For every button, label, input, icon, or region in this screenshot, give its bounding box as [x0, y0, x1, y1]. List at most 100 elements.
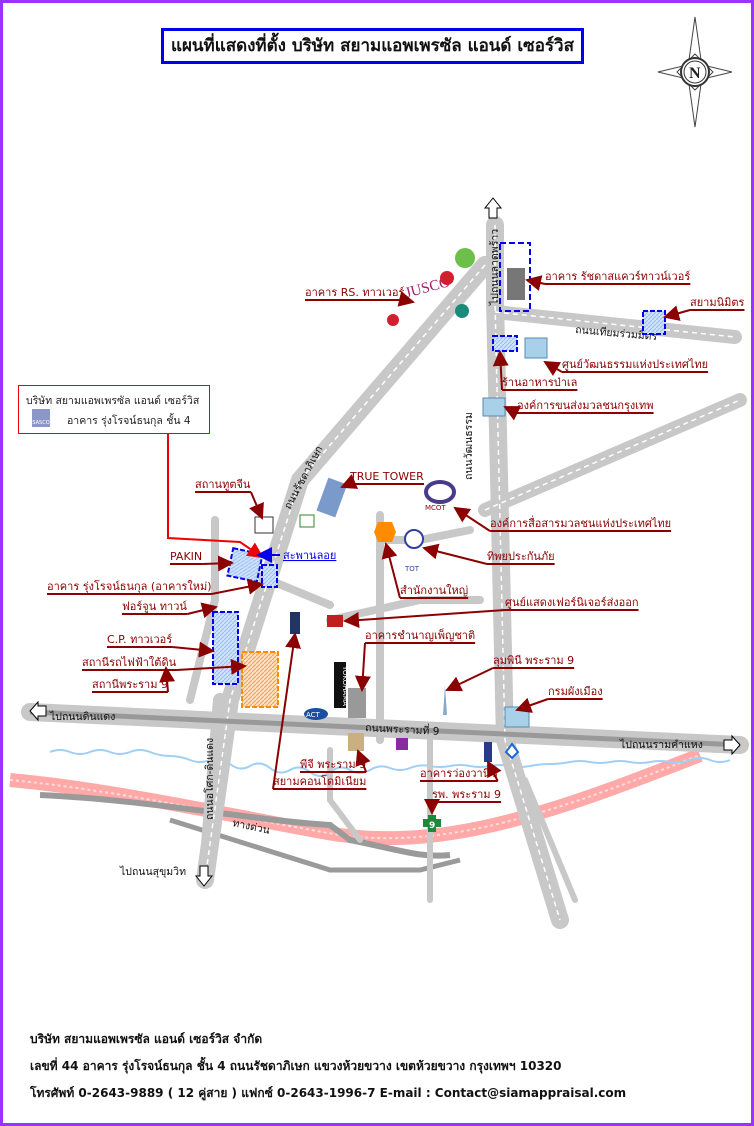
cp-tower-footprint: [212, 611, 239, 685]
road-label-asok-din-daeng: ถนนอโศก-ดินแดง: [203, 738, 216, 820]
bmta-building-icon: [482, 397, 506, 417]
leader-arrow: [515, 697, 549, 713]
label-text: สถานีพระราม 9: [92, 678, 168, 691]
office-pointer-line: [167, 433, 264, 559]
arrow-north-lat-phrao: [483, 197, 503, 219]
label-siam-condominium: สยามคอนโดมิเนียม: [272, 632, 367, 790]
leader-arrow: [249, 491, 264, 520]
road-label-to-ramkhamhaeng: ไปถนนรามคำแหง: [619, 738, 703, 751]
label-wongwanich: อาคารว่องวานิช: [420, 760, 502, 782]
bank-logo-icon: [396, 738, 408, 750]
label-text: ลุมพินี พระราม 9: [493, 654, 574, 667]
label-text: รพ. พระราม 9: [432, 788, 501, 801]
footer-address: เลขที่ 44 อาคาร รุ่งโรจน์ธนกุล ชั้น 4 ถน…: [30, 1059, 562, 1073]
label-text: C.P. ทาวเวอร์: [107, 633, 172, 646]
label-text: ศูนย์วัฒนธรรมแห่งประเทศไทย: [562, 358, 708, 371]
leader-arrow: [176, 658, 247, 675]
label-cultural-centre: ศูนย์วัฒนธรรมแห่งประเทศไทย: [543, 358, 709, 376]
tower-building-icon: [507, 268, 525, 300]
label-lumpini-rama9: ลุมพินี พระราม 9: [445, 654, 575, 692]
carrefour-logo-icon: [440, 271, 454, 285]
label-chamnan-building: อาคารชำนาญเพ็ญชาติ: [354, 628, 476, 692]
sasco-logo: SASCO: [32, 409, 50, 427]
page-title: แผนที่แสดงที่ตั้ง บริษัท สยามแอพเพรซัล แ…: [161, 28, 584, 64]
siam-condo-icon: [290, 612, 300, 634]
road-label-ratchadaphisek: ถนนรัชดาภิเษก: [282, 444, 325, 511]
label-text: ทิพยประกันภัย: [487, 550, 555, 563]
rama9-median: [29, 709, 741, 748]
label-text: สถานีรถไฟฟ้าใต้ดิน: [82, 656, 177, 669]
chamnan-building-icon: [348, 688, 366, 718]
label-pg-rama9: พีจี พระราม 9: [300, 749, 371, 773]
label-text: PAKIN: [170, 550, 202, 563]
footer-contact: โทรศัพท์ 0-2643-9889 ( 12 คู่สาย ) แฟกซ์…: [30, 1086, 627, 1100]
leader-arrow: [172, 641, 215, 658]
leader-arrow: [663, 305, 691, 321]
label-rama9-station: สถานีพระราม 9: [92, 666, 176, 693]
yokohama-logo: YOKOHAMA: [341, 665, 349, 706]
label-text: กรมผังเมือง: [548, 685, 603, 698]
office-building: อาคาร รุ่งโรจน์ธนกุล ชั้น 4: [67, 415, 191, 427]
label-siam-nimit: สยามนิมิตร: [663, 296, 745, 321]
road-label-to-sukhumvit: ไปถนนสุขุมวิท: [119, 865, 186, 878]
road-center-lines: [204, 225, 741, 921]
siam-nimit-footprint: [642, 310, 666, 335]
mcot-logo: MCOT: [425, 504, 446, 512]
leader-arrow: [525, 275, 546, 291]
label-text: องค์การขนส่งมวลชนกรุงเทพ: [517, 399, 654, 412]
label-head-office: สำนักงานใหญ่: [381, 542, 469, 599]
chinese-embassy-icon: [254, 516, 274, 534]
label-mcot: องค์การสื่อสารมวลชนแห่งประเทศไทย: [453, 506, 672, 532]
lumpini-tower-icon: [443, 685, 447, 715]
arrow-west-din-daeng: [29, 700, 47, 722]
arrow-south-sukhumvit: [194, 865, 214, 887]
canal: [49, 749, 731, 777]
hospital-icon: [423, 815, 441, 832]
label-text: สำนักงานใหญ่: [400, 584, 468, 597]
head-office-logo-icon: [374, 522, 396, 542]
office-location-box: บริษัท สยามแอพเพรซัล แอนด์ เซอร์วิส SASC…: [18, 385, 210, 434]
leader-arrow: [187, 602, 218, 619]
leader-arrow: [355, 749, 371, 773]
footbridge-label: สะพานลอย: [283, 549, 336, 562]
green-logo-icon: [455, 248, 475, 268]
label-furniture-centre: ศูนย์แสดงเฟอร์นิเจอร์ส่งออก: [343, 596, 639, 629]
leader-arrow: [159, 666, 176, 693]
label-text: TRUE TOWER: [349, 470, 424, 483]
label-text: อาคาร RS. ทาวเวอร์: [305, 286, 404, 299]
furniture-centre-icon: [327, 615, 343, 627]
road-label-to-lat-phrao: ไปถนนลาดพร้าว: [488, 229, 501, 306]
label-city-planning: กรมผังเมือง: [515, 685, 603, 713]
leader-arrow: [503, 406, 522, 421]
leader-arrow: [543, 360, 563, 376]
leader-arrow: [445, 667, 494, 692]
leader-arrow: [202, 555, 234, 572]
leader-arrow: [453, 506, 491, 532]
tot-logo: TOT: [404, 565, 420, 573]
mcot-logo-icon: [424, 480, 456, 504]
act-logo: ACT: [306, 711, 321, 719]
esplanade-logo-icon: [387, 314, 399, 326]
hospital-logo: 9: [429, 821, 435, 831]
label-text: พีจี พระราม 9: [300, 758, 366, 771]
road-dark: [39, 792, 451, 859]
label-pa-le-restaurant: ร้านอาหารป่าเล: [492, 350, 578, 391]
label-fortune-town: ฟอร์จูน ทาวน์: [122, 600, 218, 619]
office-company-name: บริษัท สยามแอพเพรซัล แอนด์ เซอร์วิส: [26, 395, 200, 407]
road-label-rama9: ถนนพระรามที่ 9: [365, 720, 440, 738]
yokohama-sign: [334, 662, 346, 708]
road-dark-2: [169, 817, 461, 873]
leader-arrow: [397, 291, 415, 307]
label-mrt-station: สถานีรถไฟฟ้าใต้ดิน: [82, 656, 247, 675]
label-chinese-embassy: สถานทูตจีน: [195, 478, 264, 520]
label-text: สยามนิมิตร: [690, 296, 745, 309]
footer: บริษัท สยามแอพเพรซัล แอนด์ เซอร์วิส จำกั…: [30, 1030, 626, 1111]
restaurant-footprint: [492, 335, 518, 352]
label-text: องค์การสื่อสารมวลชนแห่งประเทศไทย: [490, 515, 671, 530]
leader-arrow: [211, 578, 264, 595]
dhipaya-logo-icon: [404, 529, 424, 549]
arrow-east-ramkhamhaeng: [723, 734, 741, 756]
label-pakin: PAKIN: [170, 550, 234, 572]
road-label-to-din-daeng: ไปถนนดินแดง: [49, 710, 115, 723]
